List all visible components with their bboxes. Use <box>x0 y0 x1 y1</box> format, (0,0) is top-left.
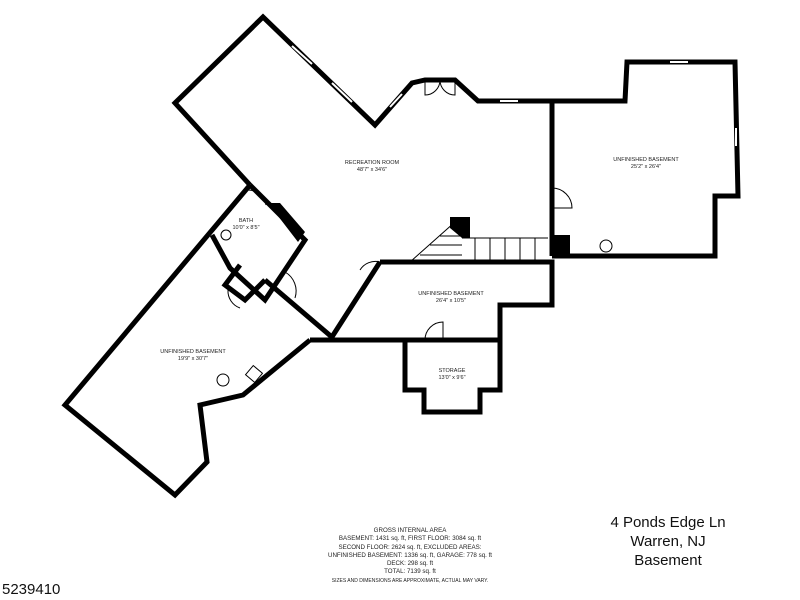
room-size: 26'4" x 10'5" <box>435 298 467 304</box>
room-size: 25'2" x 26'4" <box>630 164 662 170</box>
room-size: 48'7" x 34'6" <box>356 167 388 173</box>
chimney-block <box>268 203 305 242</box>
room-size: 19'9" x 30'7" <box>177 356 209 362</box>
door-swing <box>227 289 241 309</box>
area-title: GROSS INTERNAL AREA <box>373 527 447 534</box>
stairs <box>409 221 548 263</box>
wall-hall <box>263 278 335 340</box>
listing-id: 5239410 <box>2 581 61 598</box>
door-swing <box>284 271 297 299</box>
room-name: UNFINISHED BASEMENT <box>418 291 484 297</box>
wall-middle-diag <box>327 260 383 342</box>
window <box>331 82 353 103</box>
door-swing <box>424 79 456 96</box>
gross-internal-area: GROSS INTERNAL AREA BASEMENT: 1431 sq. f… <box>328 527 492 585</box>
furnace-icon <box>244 364 264 384</box>
wall-unfinished-basement-left <box>61 183 312 499</box>
address-city: Warren, NJ <box>630 533 706 550</box>
area-total: TOTAL: 7139 sq. ft <box>384 568 436 576</box>
area-line: UNFINISHED BASEMENT: 1336 sq. ft, GARAGE… <box>327 551 493 559</box>
water-heater-icon <box>216 373 230 387</box>
room-name: BATH <box>238 218 254 224</box>
door-swing <box>551 187 573 209</box>
window <box>389 93 403 108</box>
room-name: UNFINISHED BASEMENT <box>613 157 679 163</box>
room-size: 10'0" x 8'5" <box>232 225 260 231</box>
area-line: SECOND FLOOR: 2624 sq. ft, EXCLUDED AREA… <box>338 543 482 551</box>
wall-storage <box>402 342 503 415</box>
window <box>121 344 133 358</box>
sink-icon <box>220 229 232 241</box>
room-name: RECREATION ROOM <box>344 160 400 166</box>
area-line: BASEMENT: 1431 sq. ft, FIRST FLOOR: 3084… <box>338 535 482 543</box>
window <box>291 45 313 65</box>
door-swing <box>247 189 267 206</box>
floor-level: Basement <box>634 552 702 569</box>
area-line: DECK: 298 sq. ft <box>386 560 434 568</box>
water-heater-icon <box>599 239 613 253</box>
door-swing <box>359 260 381 271</box>
chimney-block-3 <box>552 235 570 256</box>
room-size: 13'0" x 9'6" <box>438 375 466 381</box>
area-disclaimer: SIZES AND DIMENSIONS ARE APPROXIMATE, AC… <box>331 577 489 584</box>
address-block: 4 Ponds Edge Ln Warren, NJ Basement <box>610 513 725 570</box>
room-name: STORAGE <box>438 368 466 374</box>
chimney-block-2 <box>450 217 470 238</box>
wall-unfinished-basement-middle <box>310 259 555 343</box>
wall-closet <box>221 263 267 304</box>
room-name: UNFINISHED BASEMENT <box>160 349 226 355</box>
address-street: 4 Ponds Edge Ln <box>610 514 726 531</box>
door-swing <box>424 321 444 341</box>
